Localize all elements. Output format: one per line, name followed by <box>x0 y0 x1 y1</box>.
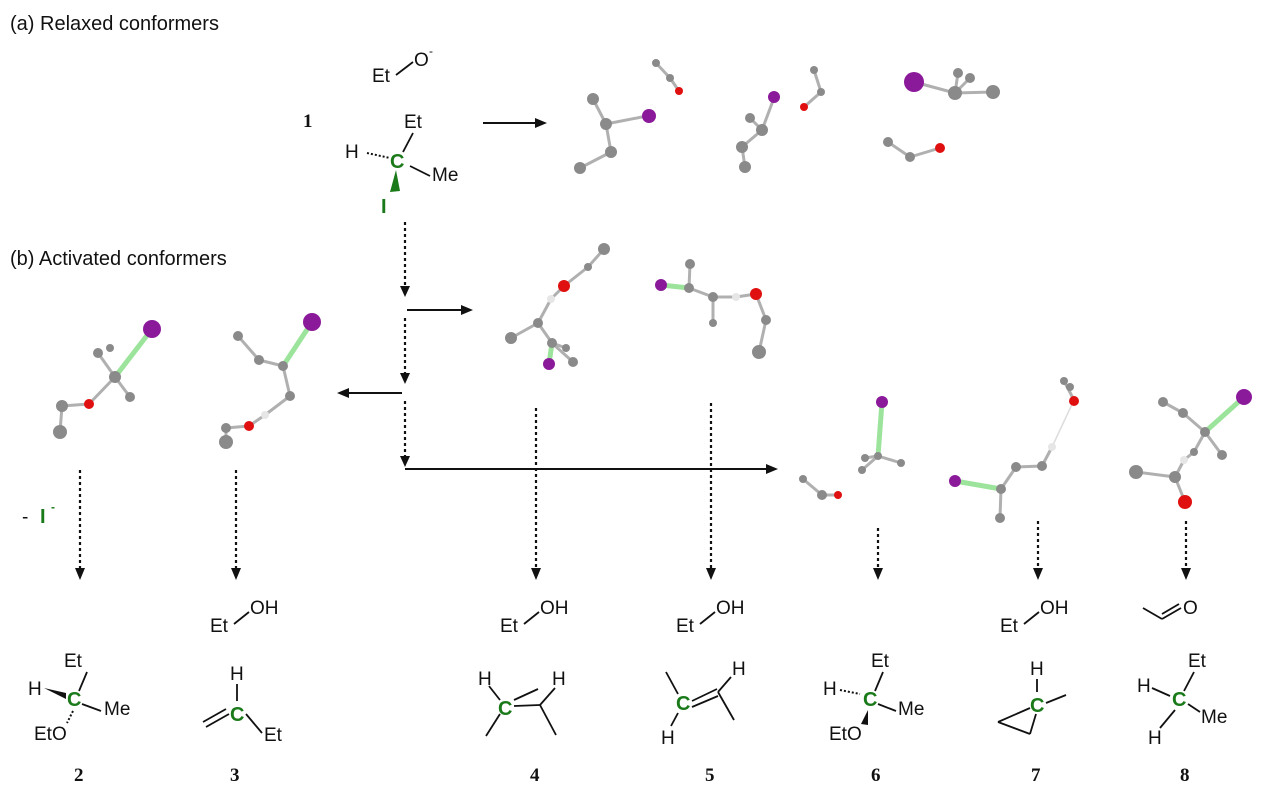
product-2-c: C <box>67 689 81 711</box>
ethanol-7: Et OH <box>1000 598 1069 637</box>
product-8-me: Me <box>1201 707 1227 728</box>
compound-number-1: 1 <box>303 111 313 132</box>
product-2-h: H <box>28 679 42 700</box>
reactant-me: Me <box>432 165 458 186</box>
reactant-h: H <box>345 142 359 163</box>
compound-number-5: 5 <box>705 765 715 786</box>
product-6-h: H <box>823 679 837 700</box>
ethanol-oh: OH <box>250 598 279 619</box>
product-4-c: C <box>498 698 512 720</box>
relaxed-conformer-2 <box>736 66 825 173</box>
product-3: H C Et 3 <box>202 664 283 786</box>
reactant-1: Et O - 1 Et H Me C I <box>303 44 458 218</box>
relaxed-conformer-3 <box>883 68 1000 162</box>
product-3-c: C <box>230 704 244 726</box>
ethanol-et: Et <box>1000 616 1019 637</box>
compound-number-2: 2 <box>74 765 84 786</box>
ethanol-et: Et <box>676 616 695 637</box>
arrows <box>75 118 1191 580</box>
acetaldehyde: O <box>1142 598 1198 620</box>
product-4: H H C 4 <box>478 669 566 786</box>
compound-number-4: 4 <box>530 765 540 786</box>
iodide-charge: - <box>51 500 55 514</box>
product-8-et: Et <box>1188 651 1207 672</box>
product-4-h1: H <box>478 669 492 690</box>
reactant-et: Et <box>404 112 423 133</box>
ethanol-et: Et <box>500 616 519 637</box>
product-3-et: Et <box>264 725 283 746</box>
iodide-loss: - I - <box>22 500 55 528</box>
product-6-me: Me <box>898 699 924 720</box>
ethoxide-o: O <box>414 50 429 71</box>
product-7-h: H <box>1030 659 1044 680</box>
compound-number-3: 3 <box>230 765 240 786</box>
compound-number-8: 8 <box>1180 765 1190 786</box>
activated-conformer-8 <box>1129 389 1252 509</box>
activated-conformer-e2-4 <box>505 243 610 370</box>
product-2-eto: EtO <box>34 724 67 745</box>
ethanol-5: Et OH <box>676 598 745 637</box>
compound-number-6: 6 <box>871 765 881 786</box>
product-2: Et H C Me EtO 2 <box>28 651 130 786</box>
product-8-h2: H <box>1148 728 1162 749</box>
activated-conformer-7 <box>949 377 1079 523</box>
section-label-activated: (b) Activated conformers <box>10 248 227 270</box>
ethanol-4: Et OH <box>500 598 569 637</box>
product-7-c: C <box>1030 695 1044 717</box>
relaxed-conformer-1 <box>574 59 683 174</box>
reactant-center-c: C <box>390 151 404 173</box>
iodide-minus: - <box>22 507 28 528</box>
product-2-me: Me <box>104 699 130 720</box>
product-5: H H C 5 <box>661 659 746 786</box>
activated-conformer-e2-3 <box>219 313 321 449</box>
product-2-et: Et <box>64 651 83 672</box>
product-7: H C 7 <box>997 659 1067 786</box>
ethoxide-et: Et <box>372 66 391 87</box>
product-5-h1: H <box>732 659 746 680</box>
product-8: Et H C Me H 8 <box>1137 651 1227 786</box>
activated-conformer-e2-5 <box>655 259 771 359</box>
iodide-ion: I <box>40 506 46 528</box>
ethanol-oh: OH <box>716 598 745 619</box>
product-6-eto: EtO <box>829 724 862 745</box>
activated-conformer-sn2 <box>53 320 161 439</box>
acetaldehyde-o: O <box>1183 598 1198 619</box>
product-6-et: Et <box>871 651 890 672</box>
ethanol-et: Et <box>210 616 229 637</box>
compound-number-7: 7 <box>1031 765 1041 786</box>
reactant-iodine: I <box>381 196 387 218</box>
product-5-c: C <box>676 693 690 715</box>
ethanol-oh: OH <box>540 598 569 619</box>
ethanol-3: Et OH <box>210 598 279 637</box>
product-4-h2: H <box>552 669 566 690</box>
product-6-c: C <box>863 689 877 711</box>
product-6: Et H C Me EtO 6 <box>823 651 924 786</box>
product-8-c: C <box>1172 689 1186 711</box>
product-3-h: H <box>230 664 244 685</box>
activated-conformer-6 <box>799 396 905 500</box>
ethoxide-charge: - <box>429 44 433 58</box>
product-5-h2: H <box>661 728 675 749</box>
ethanol-oh: OH <box>1040 598 1069 619</box>
section-label-relaxed: (a) Relaxed conformers <box>10 13 219 35</box>
product-8-h1: H <box>1137 676 1151 697</box>
